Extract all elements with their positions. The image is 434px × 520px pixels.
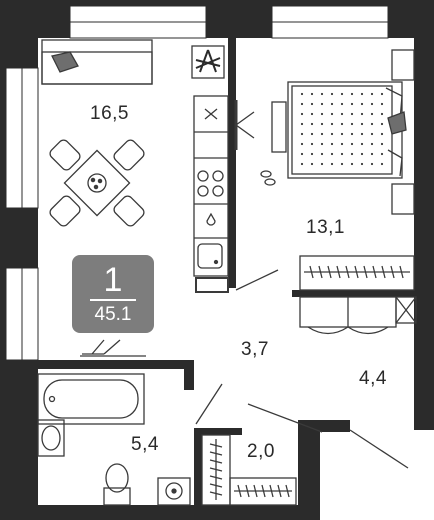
- badge-divider: [90, 299, 136, 301]
- washing-machine-icon: [157, 477, 191, 506]
- bed: [287, 49, 415, 215]
- slippers-icon: [260, 170, 276, 186]
- toilet-icon: [103, 463, 131, 506]
- bed-pattern: [300, 92, 384, 166]
- wardrobe-bedroom: [299, 255, 415, 291]
- area-wardrobe: 2,0: [247, 441, 275, 462]
- washbasin-icon: [37, 419, 65, 457]
- total-area: 45.1: [94, 304, 132, 325]
- area-bedroom: 13,1: [306, 217, 345, 238]
- windows: [5, 5, 389, 361]
- room-count: 1: [103, 261, 123, 299]
- bathtub: [37, 373, 145, 425]
- dining-chair: [49, 139, 145, 227]
- kitchen-counter: [193, 95, 229, 277]
- dining-table: [63, 149, 131, 217]
- plant-icon: [191, 45, 225, 79]
- sofa: [41, 39, 153, 85]
- loggia-cabinets: [299, 296, 417, 335]
- stove-icon: [197, 170, 224, 197]
- door-swings: [80, 100, 409, 469]
- area-bathroom: 5,4: [131, 434, 159, 455]
- area-loggia: 4,4: [359, 368, 387, 389]
- area-living-kitchen: 16,5: [90, 103, 129, 124]
- area-hallway: 3,7: [241, 339, 269, 360]
- sink-icon: [197, 212, 223, 269]
- apartment-badge: 1 45.1: [72, 255, 154, 333]
- wardrobe-room-shelves: [201, 434, 297, 506]
